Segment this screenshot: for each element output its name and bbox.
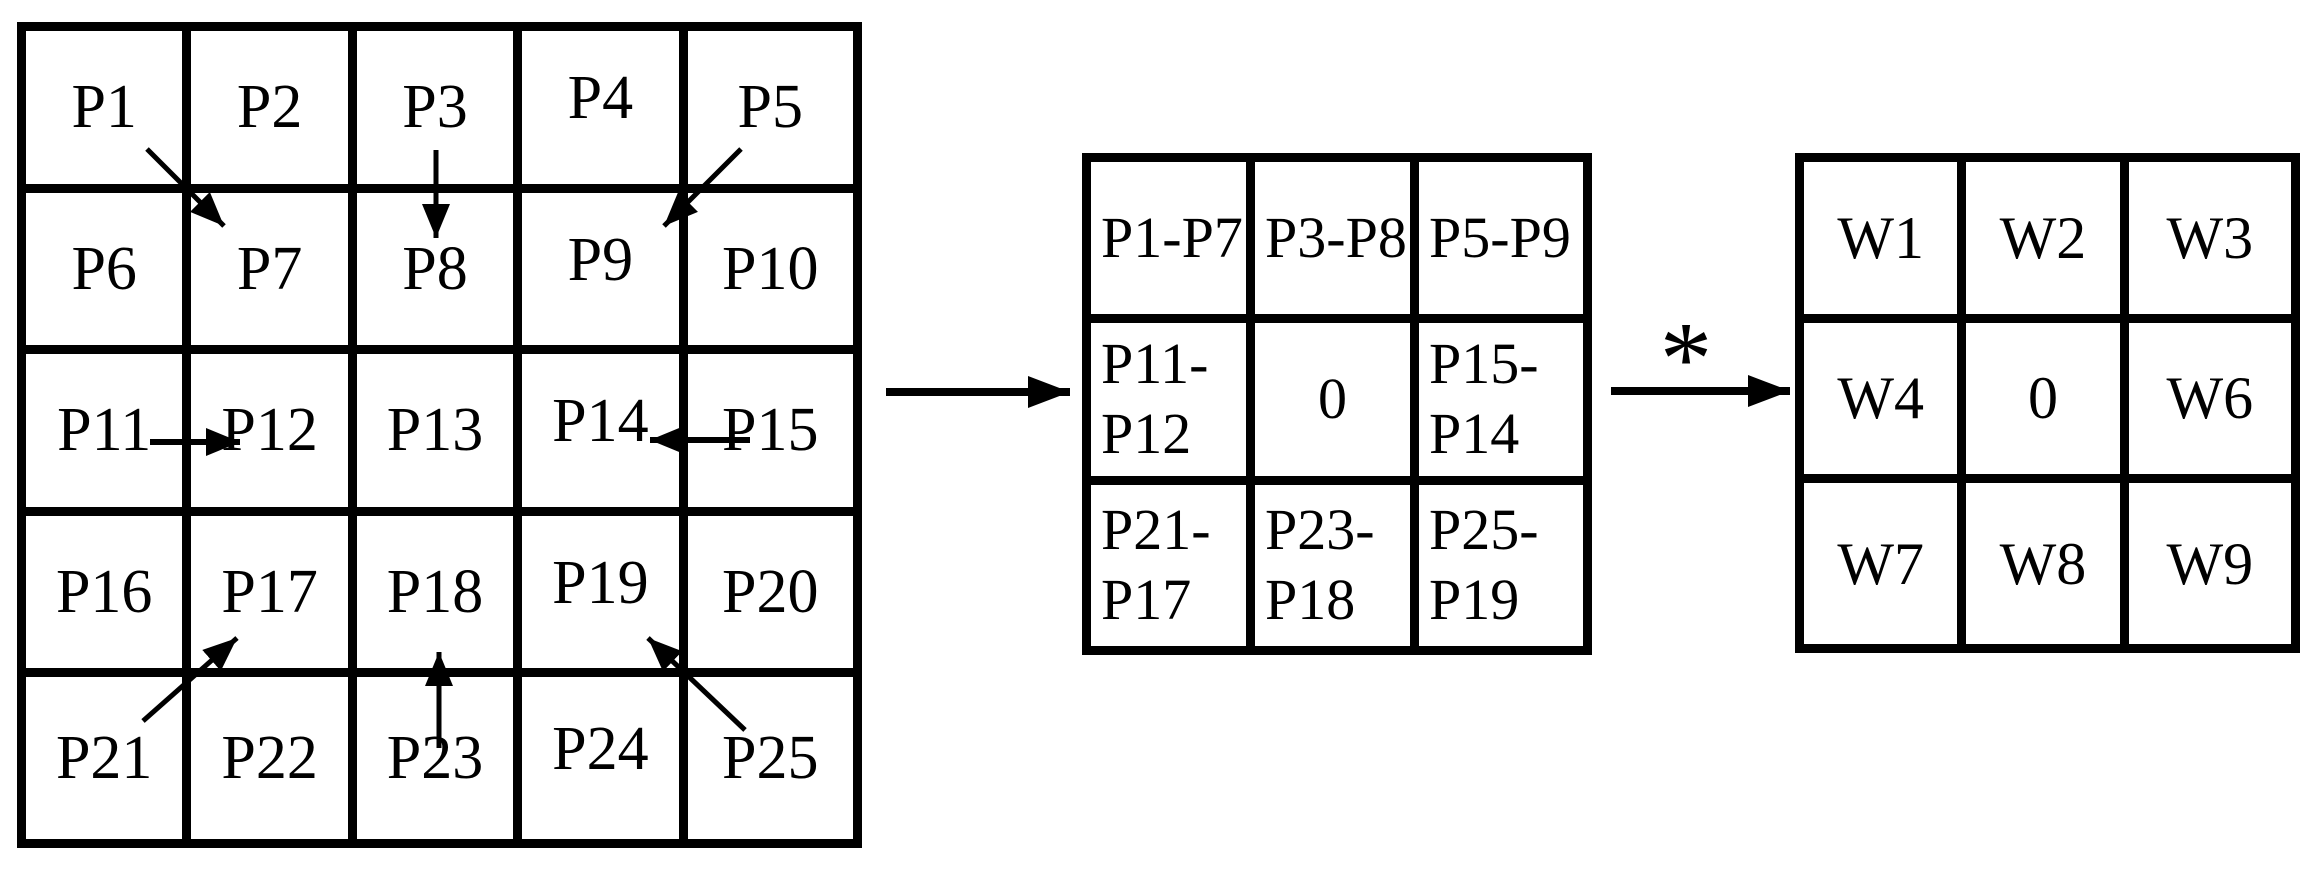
convolution-asterisk: * <box>1659 300 1713 417</box>
grid-cell: P15 <box>687 354 853 516</box>
grid-cell: P7 <box>191 192 357 355</box>
grid-cell: P16 <box>26 515 192 678</box>
grid-cell: P10 <box>687 193 853 355</box>
weight-grid-3x3: W1 W2 W3 W4 0 W6 W7 W8 W9 <box>1795 153 2300 653</box>
grid-cell: P4 <box>522 31 688 193</box>
grid-cell: W6 <box>2128 323 2291 484</box>
grid-cell-zero: 0 <box>1255 323 1419 485</box>
grid-cell: P1-P7 <box>1091 162 1255 324</box>
grid-cell: P24 <box>522 677 688 839</box>
grid-cell-zero: 0 <box>1966 322 2129 484</box>
grid-cell: W7 <box>1804 483 1967 644</box>
grid-cell: W3 <box>2128 162 2291 323</box>
pixel-grid-5x5: P1 P2 P3 P4 P5 P6 P7 P8 P9 P10 P11 P12 P… <box>17 22 862 848</box>
grid-cell: P12 <box>191 354 357 516</box>
grid-cell: P5 <box>687 31 853 193</box>
grid-cell: P17 <box>191 515 357 678</box>
grid-cell: P14 <box>522 354 688 516</box>
grid-cell: P11 <box>26 354 192 516</box>
grid-cell: P5-P9 <box>1419 162 1583 324</box>
grid-cell: P6 <box>26 192 192 355</box>
grid-cell: P1 <box>26 31 192 193</box>
grid-cell: P19 <box>522 515 688 678</box>
grid-cell: P23- P18 <box>1255 484 1419 646</box>
grid-cell: P2 <box>191 31 357 193</box>
grid-cell: P3 <box>356 31 523 193</box>
grid-cell: W9 <box>2166 530 2254 597</box>
grid-cell: W2 <box>1966 162 2129 323</box>
grid-cell: P18 <box>356 515 523 678</box>
grid-cell: P3-P8 <box>1255 162 1419 324</box>
grid-cell: W8 <box>1966 483 2129 644</box>
grid-cell: P11- P12 <box>1091 323 1255 485</box>
grid-cell: P8 <box>356 192 523 355</box>
grid-cell: P20 <box>687 516 853 678</box>
grid-cell: P23 <box>357 677 523 839</box>
grid-cell: W4 <box>1804 322 1967 484</box>
difference-grid-3x3: P1-P7 P3-P8 P5-P9 P11- P12 0 P15- P14 P2… <box>1082 153 1592 655</box>
grid-cell: P21- P17 <box>1091 484 1255 646</box>
grid-cell: P25 <box>722 724 819 792</box>
grid-cell: P22 <box>191 677 357 839</box>
grid-cell: P21 <box>26 677 192 839</box>
grid-cell: P9 <box>522 192 688 355</box>
grid-cell: P25- P19 <box>1429 496 1539 633</box>
grid-cell: P15- P14 <box>1419 323 1583 485</box>
grid-cell: W1 <box>1804 162 1967 323</box>
grid-cell: P13 <box>356 354 523 516</box>
